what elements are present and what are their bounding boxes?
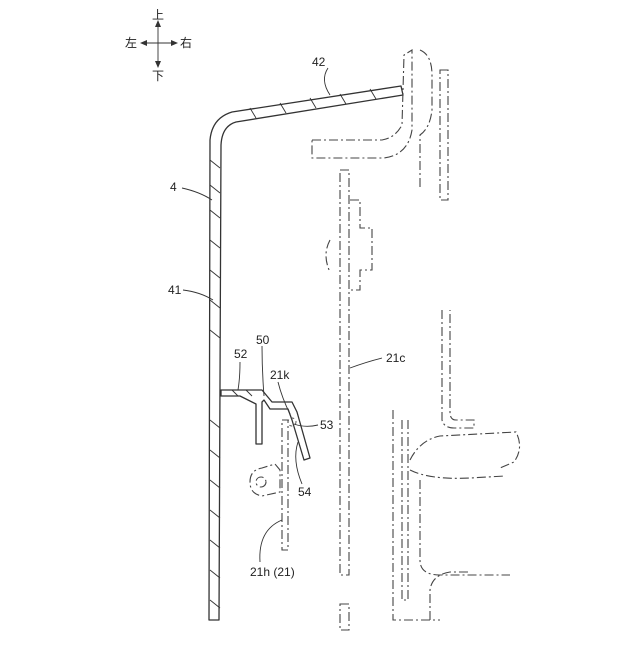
leader-42 [324, 68, 330, 95]
label-52: 52 [234, 347, 248, 361]
part-21c-curve [326, 240, 330, 272]
upper-right-post [440, 70, 448, 200]
label-53: 53 [320, 418, 334, 432]
lower-clamp [420, 480, 510, 575]
label-21h: 21h (21) [250, 565, 295, 579]
part-21h-boss [250, 464, 280, 496]
leader-21c [350, 358, 382, 368]
upper-frame-curve [420, 50, 432, 190]
upper-bracket [312, 50, 412, 158]
compass-right-arrowhead [171, 40, 178, 46]
leader-4 [182, 188, 212, 200]
compass-down-arrowhead [155, 61, 161, 68]
reference-labels: 42 4 41 52 50 21k 53 54 21h (21) 21c [168, 55, 405, 579]
label-21c: 21c [386, 351, 405, 365]
part-21c-plate [340, 170, 349, 575]
part-21h-plate [282, 420, 288, 550]
clip-hatch-2 [246, 390, 252, 396]
clamp-inner [410, 470, 505, 478]
part-21h [250, 418, 296, 550]
part-21c-clip [350, 200, 372, 290]
leader-41 [183, 290, 213, 300]
label-54: 54 [298, 485, 312, 499]
label-41: 41 [168, 283, 182, 297]
label-4: 4 [170, 180, 177, 194]
label-42: 42 [312, 55, 326, 69]
part-21c-lower [340, 604, 349, 630]
lower-bracket [430, 572, 470, 620]
compass-right-label: 右 [180, 35, 192, 50]
leader-52 [238, 362, 240, 390]
right-frame [312, 50, 520, 620]
part-21c [326, 170, 372, 630]
upper-clamp [410, 432, 520, 468]
leader-53 [294, 424, 318, 426]
inner-channel [402, 420, 408, 600]
label-50: 50 [256, 333, 270, 347]
clip-hatch-1 [232, 390, 238, 396]
middle-right-hook [442, 310, 474, 428]
compass-left-arrowhead [140, 40, 147, 46]
compass-up-label: 上 [152, 8, 164, 22]
leader-21h [260, 520, 282, 562]
part-21h-boss-hole [256, 477, 266, 487]
lower-left-rail [393, 410, 440, 620]
label-21k: 21k [270, 368, 290, 382]
compass-down-label: 下 [152, 69, 164, 83]
leader-50 [262, 346, 264, 396]
direction-compass: 上 下 左 右 [125, 8, 192, 83]
compass-left-label: 左 [125, 35, 137, 50]
